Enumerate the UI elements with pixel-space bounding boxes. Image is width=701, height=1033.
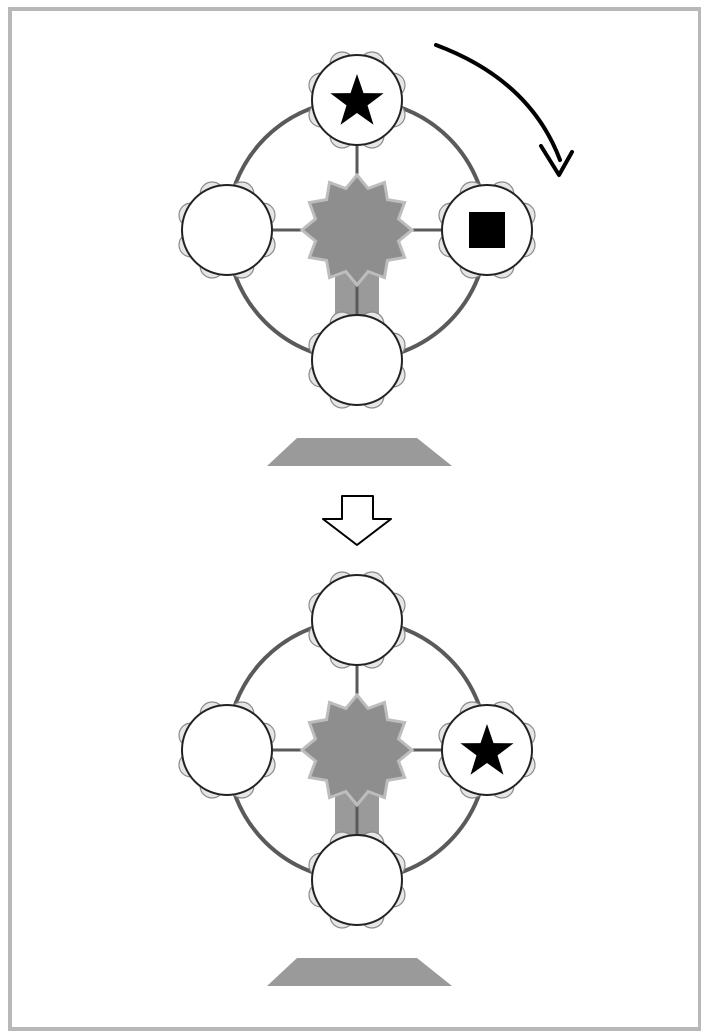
gondola-bottom <box>308 311 406 409</box>
hub-star <box>299 692 415 808</box>
ferris-wheel-after <box>178 571 536 986</box>
gondola-body <box>311 834 403 926</box>
gondola-top <box>308 571 406 669</box>
square-icon <box>469 212 505 248</box>
gondola-bottom <box>308 831 406 929</box>
hub-star <box>299 172 415 288</box>
support-base <box>267 438 452 466</box>
gondola-left <box>178 181 276 279</box>
gondola-top <box>308 51 406 149</box>
down-arrow-icon <box>322 495 392 546</box>
gondola-right <box>438 701 536 799</box>
star-icon <box>330 74 384 125</box>
gondola-left <box>178 701 276 799</box>
gondola-body <box>181 704 273 796</box>
gondola-body <box>311 574 403 666</box>
gondola-right <box>438 181 536 279</box>
clockwise-rotation-arrow-icon <box>434 43 574 177</box>
gondola-body <box>311 314 403 406</box>
support-base <box>267 958 452 986</box>
star-icon <box>460 724 514 775</box>
ferris-wheel-before <box>178 51 536 466</box>
gondola-body <box>181 184 273 276</box>
